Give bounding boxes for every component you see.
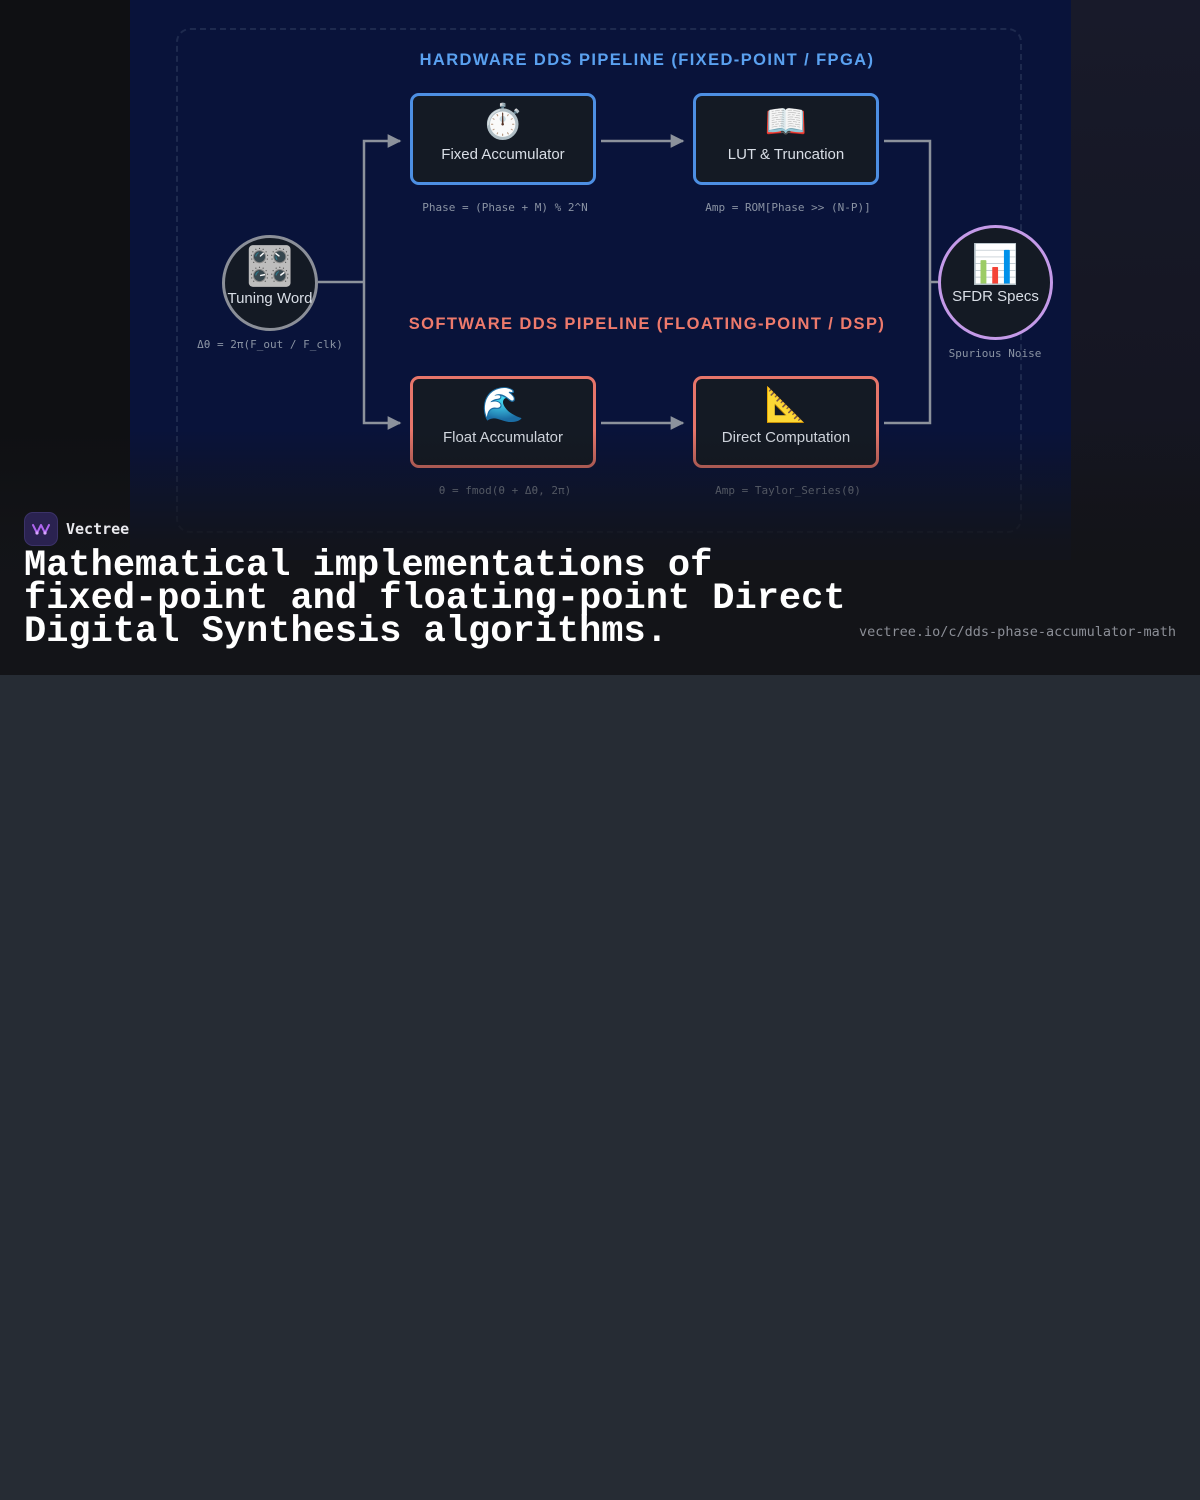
control-knobs-icon: 🎛️: [246, 244, 294, 288]
tuning-word-node: 🎛️ Tuning Word: [222, 235, 318, 331]
fixed-accumulator-formula: Phase = (Phase + M) % 2^N: [422, 201, 588, 214]
share-card: HARDWARE DDS PIPELINE (FIXED-POINT / FPG…: [0, 0, 1200, 675]
wire-lut-to-merge: [884, 139, 932, 282]
software-pipeline-title: SOFTWARE DDS PIPELINE (FLOATING-POINT / …: [408, 315, 886, 333]
page-url[interactable]: vectree.io/c/dds-phase-accumulator-math: [859, 624, 1176, 640]
waveform-logo-icon: [24, 512, 58, 546]
wire-to-float-accumulator: [362, 282, 402, 430]
fixed-accumulator-label: Fixed Accumulator: [441, 146, 565, 163]
brand-name: Vectree: [66, 520, 130, 538]
triangular-ruler-icon: 📐: [764, 385, 808, 425]
float-accumulator-box: 🌊 Float Accumulator: [410, 376, 596, 468]
headline: Mathematical implementations of fixed-po…: [24, 545, 846, 653]
sfdr-specs-node: 📊 SFDR Specs: [938, 225, 1053, 340]
stopwatch-icon: ⏱️: [481, 102, 525, 142]
tuning-word-formula: Δθ = 2π(F_out / F_clk): [197, 338, 343, 351]
tuning-word-label: Tuning Word: [227, 290, 313, 307]
float-accumulator-formula: θ = fmod(θ + Δθ, 2π): [438, 484, 572, 497]
wire-to-fixed-accumulator: [362, 134, 402, 282]
direct-computation-formula: Amp = Taylor_Series(θ): [715, 484, 861, 497]
bar-chart-icon: 📊: [971, 242, 1020, 286]
sfdr-caption: Spurious Noise: [948, 347, 1042, 360]
connector-wires: [318, 134, 938, 430]
sfdr-specs-label: SFDR Specs: [952, 288, 1039, 305]
lut-truncation-label: LUT & Truncation: [727, 146, 845, 163]
lut-truncation-formula: Amp = ROM[Phase >> (N-P)]: [705, 201, 871, 214]
wire-direct-to-merge: [884, 282, 932, 425]
open-book-icon: 📖: [764, 102, 808, 142]
fixed-accumulator-box: ⏱️ Fixed Accumulator: [410, 93, 596, 185]
brand[interactable]: Vectree: [24, 512, 129, 546]
direct-computation-box: 📐 Direct Computation: [693, 376, 879, 468]
water-wave-icon: 🌊: [481, 385, 525, 425]
lut-truncation-box: 📖 LUT & Truncation: [693, 93, 879, 185]
direct-computation-label: Direct Computation: [721, 429, 851, 446]
hardware-pipeline-title: HARDWARE DDS PIPELINE (FIXED-POINT / FPG…: [419, 51, 875, 69]
float-accumulator-label: Float Accumulator: [442, 429, 564, 446]
